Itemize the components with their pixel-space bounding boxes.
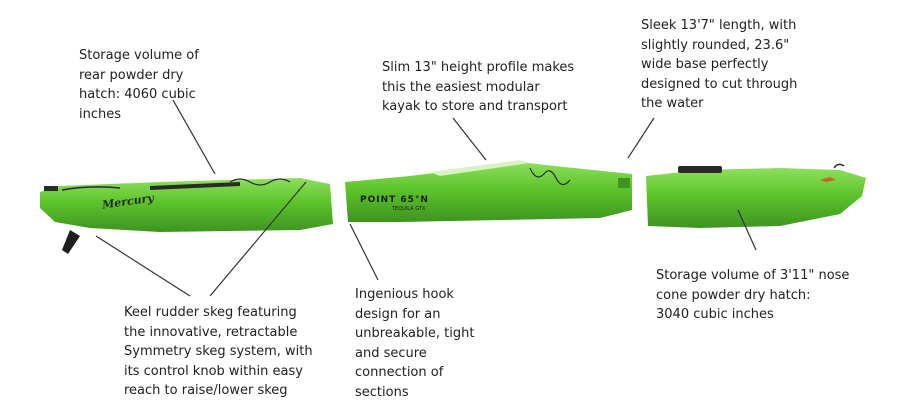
annotation-hook: Ingenious hook design for an unbreakable…: [355, 287, 475, 400]
annotation-height-profile: Slim 13" height profile makes this the e…: [382, 60, 575, 114]
nose-section: [646, 163, 866, 228]
brand-subtitle: TEQUILA GTX: [392, 206, 426, 212]
annotation-skeg: Keel rudder skeg featuring the innovativ…: [124, 305, 313, 398]
annotation-nose-hatch: Storage volume of 3'11" nose cone powder…: [656, 268, 850, 322]
annotation-length: Sleek 13'7" length, with slightly rounde…: [641, 18, 798, 111]
brand-logo: POINT 65°N: [360, 195, 429, 205]
middle-section: [345, 160, 632, 222]
stern-section: [40, 178, 333, 254]
skeg-fin: [62, 230, 80, 254]
annotation-rear-hatch: Storage volume of rear powder dry hatch:…: [79, 48, 199, 122]
